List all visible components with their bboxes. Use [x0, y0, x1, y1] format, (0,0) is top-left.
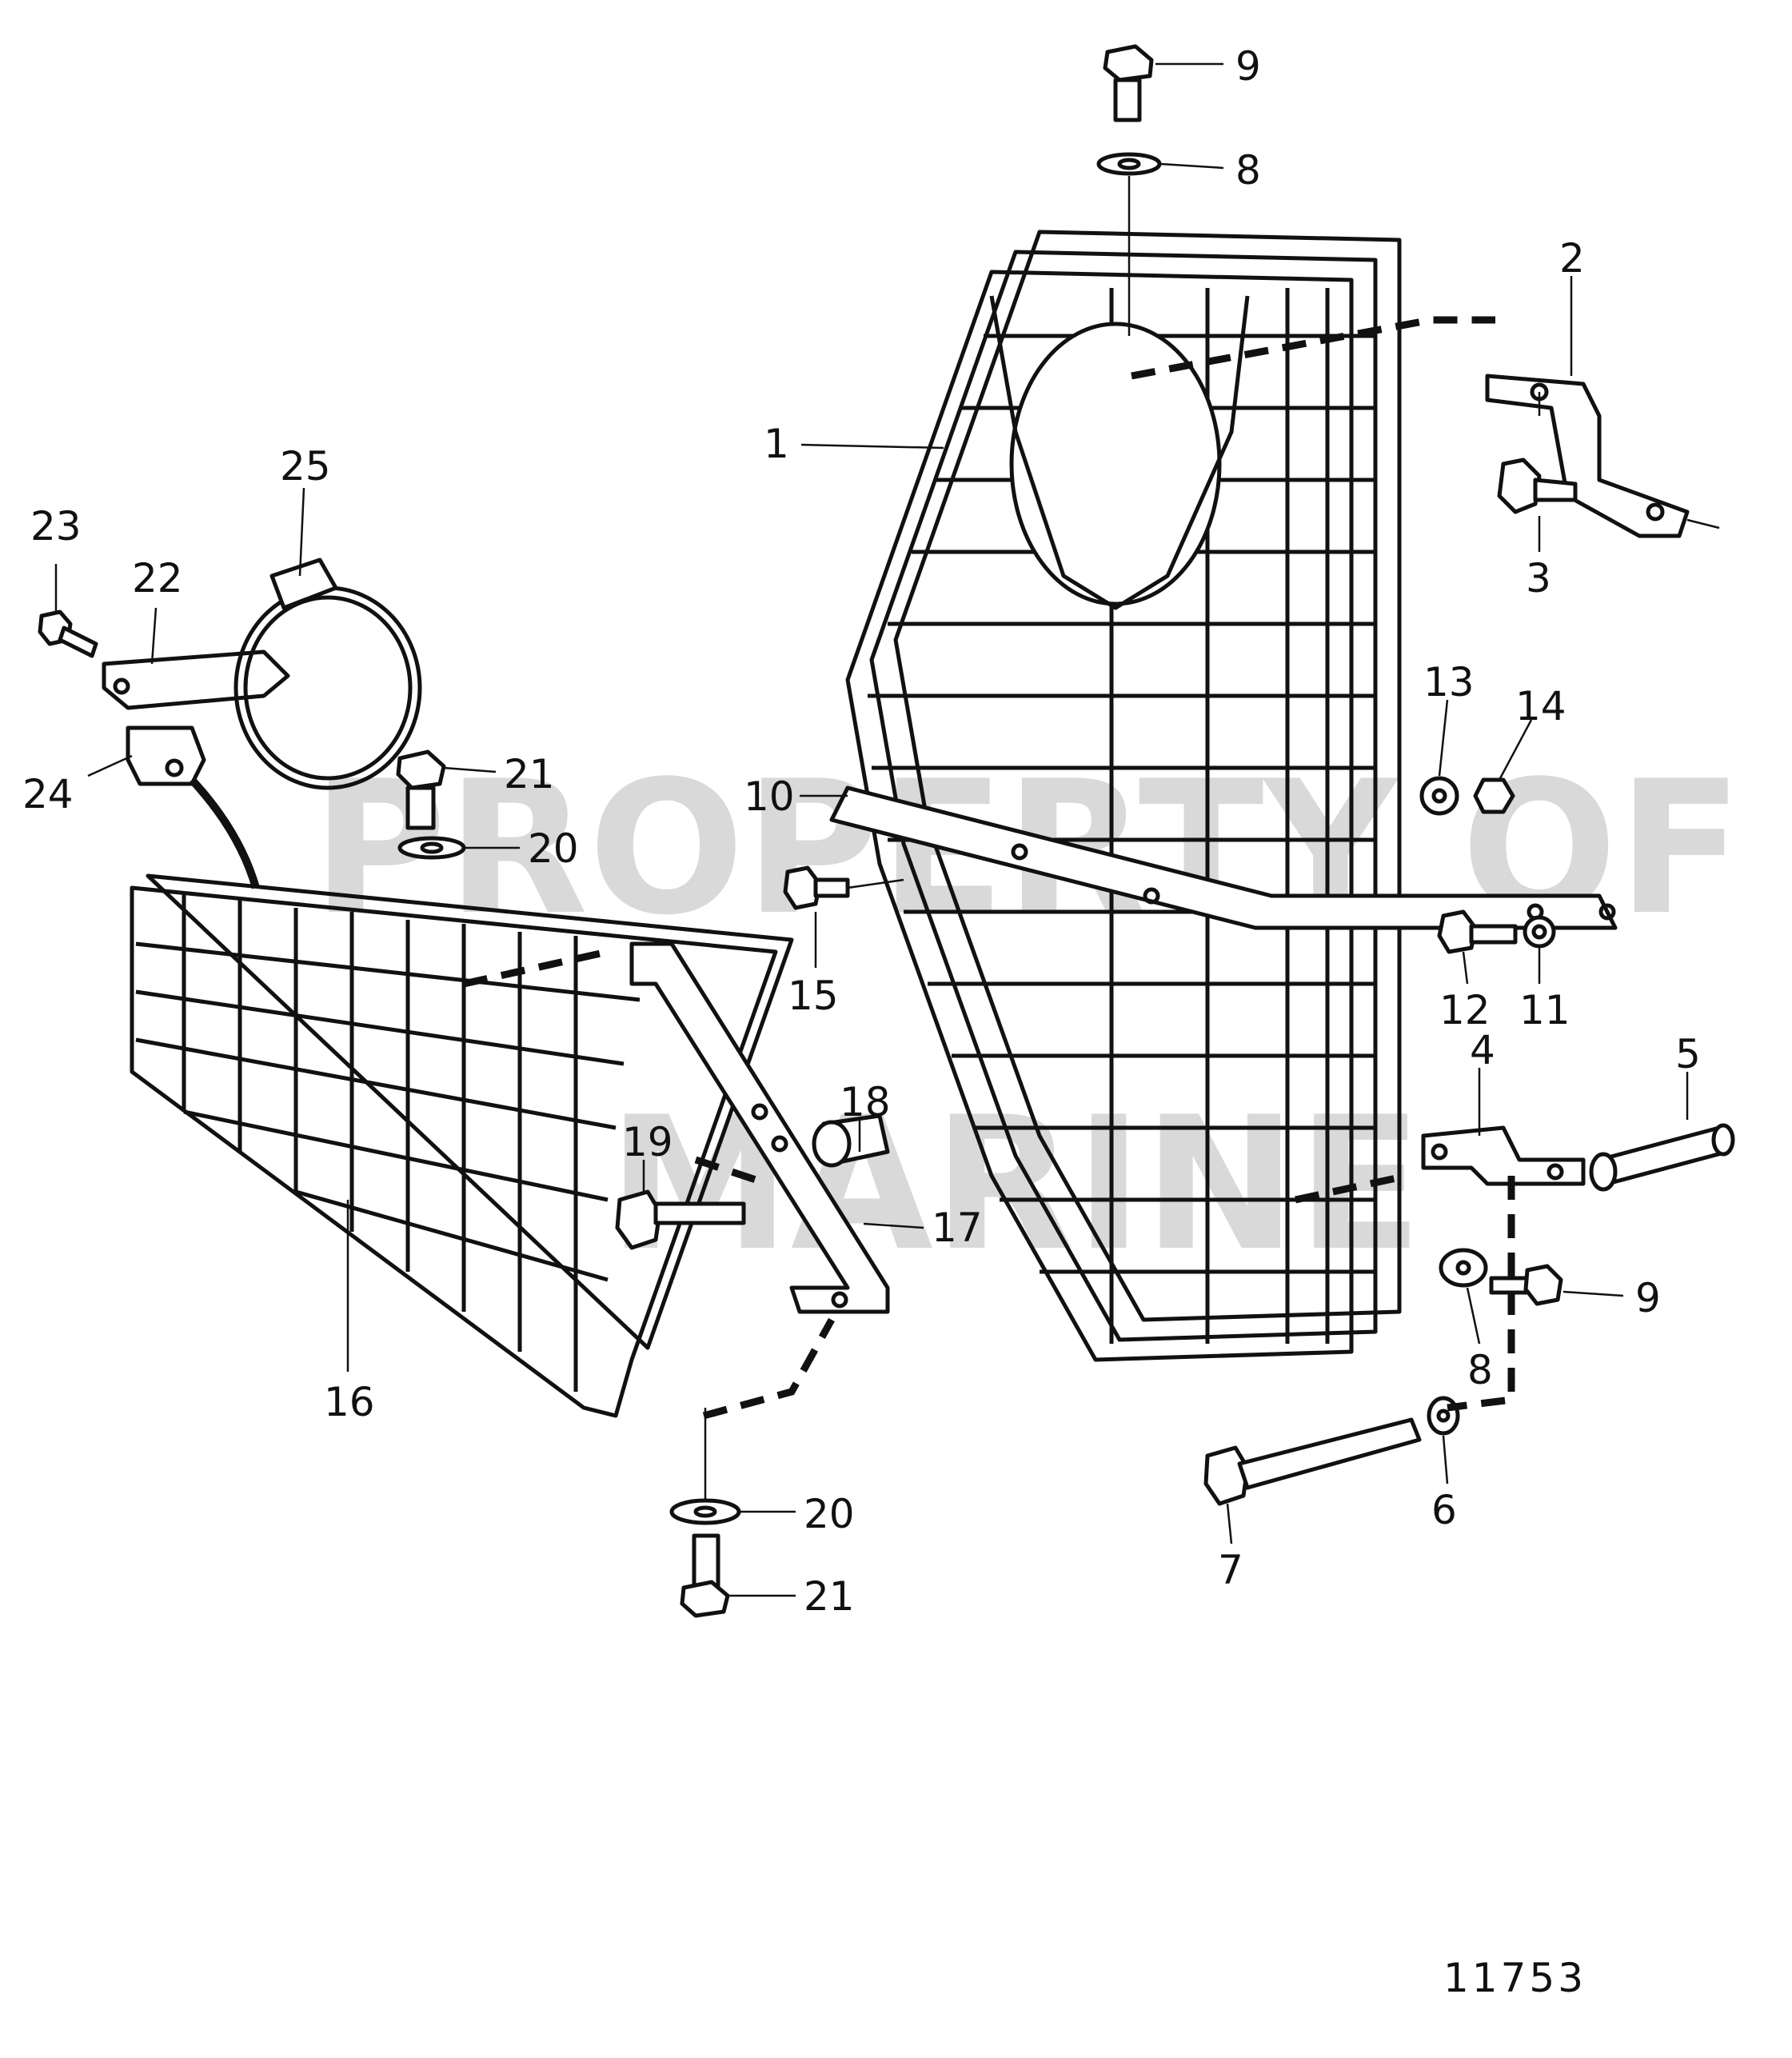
- callout-7: 7: [1218, 1547, 1243, 1593]
- callout-14: 14: [1515, 683, 1567, 729]
- hose-clamp-25: [233, 557, 422, 790]
- spacer-18: [812, 1113, 890, 1168]
- reference-number: 11753: [1443, 1955, 1586, 2001]
- bracket-2: [1485, 374, 1690, 538]
- washer-13: [1419, 776, 1459, 816]
- callout-24: 24: [22, 771, 74, 817]
- callout-20-lower: 20: [804, 1491, 855, 1537]
- callout-17: 17: [932, 1205, 983, 1251]
- callout-15: 15: [788, 973, 839, 1019]
- callout-5: 5: [1675, 1031, 1701, 1077]
- callout-11: 11: [1519, 987, 1570, 1033]
- callout-21-lower: 21: [804, 1573, 855, 1620]
- nut-14: [1473, 777, 1515, 814]
- nut-11: [1523, 915, 1556, 949]
- leader-lines: [54, 62, 1689, 1597]
- clamp-22: [102, 649, 290, 710]
- callout-21-top: 21: [504, 751, 555, 797]
- callout-8-top: 8: [1235, 147, 1261, 194]
- bracket-17: [629, 941, 890, 1314]
- callout-10: 10: [744, 773, 795, 820]
- bolt-9-top: [1096, 44, 1162, 336]
- washer-20-lower: [669, 1498, 741, 1525]
- wire-guard-small: [130, 873, 794, 1418]
- callout-1: 1: [764, 421, 789, 467]
- bolt-15: [783, 865, 904, 910]
- bolt-19: [615, 1189, 746, 1250]
- clip-24: [126, 725, 206, 786]
- bolt-21-lower: [680, 1533, 730, 1618]
- callout-9-top: 9: [1235, 43, 1261, 90]
- wire-guard-large: [845, 230, 1402, 1362]
- wire-grid-left: [135, 892, 641, 1392]
- callout-13: 13: [1423, 659, 1475, 705]
- bolt-9-lower: [1489, 1264, 1563, 1306]
- callout-numbers: 1 2 3 4 5 6 7 8 8 9 9 10 11 12 13 14 15 …: [22, 43, 1701, 1620]
- callout-4: 4: [1470, 1027, 1495, 1073]
- callout-9-lower: 9: [1635, 1275, 1661, 1321]
- mounting-bar: [829, 785, 1618, 930]
- callout-23: 23: [30, 503, 82, 549]
- callout-18: 18: [840, 1079, 891, 1125]
- screw-23: [38, 609, 98, 658]
- washer-8-lower: [1439, 1248, 1488, 1288]
- callout-16: 16: [324, 1379, 375, 1425]
- bolt-12: [1437, 909, 1518, 954]
- bracket-4: [1421, 1125, 1586, 1186]
- pin-5: [1589, 1123, 1735, 1192]
- callout-6: 6: [1431, 1487, 1457, 1533]
- callout-20-top: 20: [528, 825, 579, 872]
- callout-8-lower: 8: [1467, 1347, 1493, 1393]
- callout-3: 3: [1526, 555, 1551, 601]
- callout-2: 2: [1559, 235, 1585, 282]
- assembly-lines: [189, 316, 1515, 1420]
- callout-22: 22: [132, 555, 183, 601]
- bolt-3: [1497, 458, 1578, 514]
- callout-25: 25: [280, 443, 331, 490]
- callout-12: 12: [1439, 987, 1491, 1033]
- bolt-7: [1203, 1417, 1422, 1506]
- callout-19: 19: [622, 1119, 673, 1165]
- propeller-opening: [1009, 322, 1222, 606]
